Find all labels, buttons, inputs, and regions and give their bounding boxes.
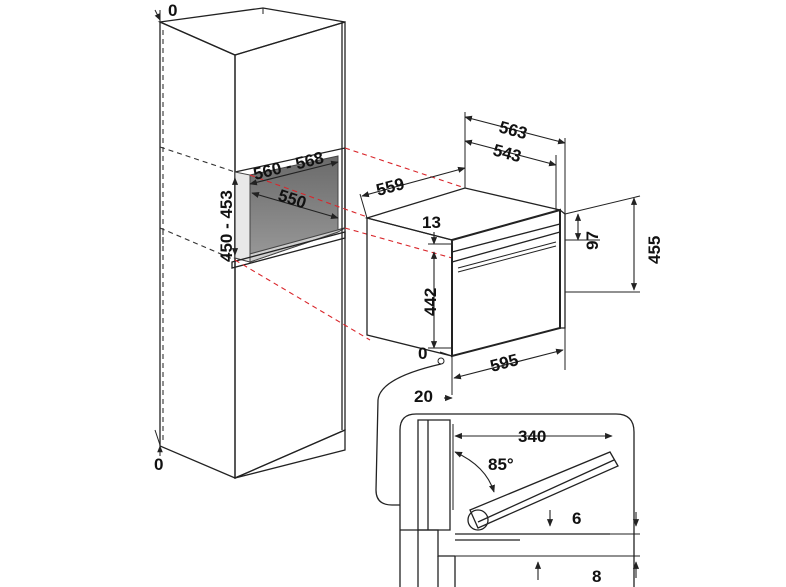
front-height-top-label: 97 (583, 231, 602, 250)
door-detail (399, 413, 640, 587)
niche-height-range-label: 450 - 453 (217, 190, 236, 262)
oven-side-depth-label: 559 (374, 174, 406, 200)
oven-body (364, 187, 566, 358)
bottom-gap-label: 0 (154, 455, 163, 474)
overall-depth-label: 563 (497, 118, 529, 144)
body-height-label: 442 (421, 288, 440, 316)
door-angle-label: 85° (488, 455, 514, 474)
overall-height-label: 455 (645, 236, 664, 264)
top-gap-label: 0 (168, 1, 177, 20)
door-gap-label: 6 (572, 509, 581, 528)
tall-cabinet (154, 7, 346, 479)
overall-width-label: 595 (488, 350, 520, 376)
base-gap-label: 8 (592, 567, 601, 586)
door-length-label: 340 (518, 427, 546, 446)
body-depth-label: 543 (491, 141, 523, 167)
top-offset-label: 13 (422, 213, 441, 232)
bottom-offset-label: 0 (418, 344, 427, 363)
front-offset-label: 20 (414, 387, 433, 406)
